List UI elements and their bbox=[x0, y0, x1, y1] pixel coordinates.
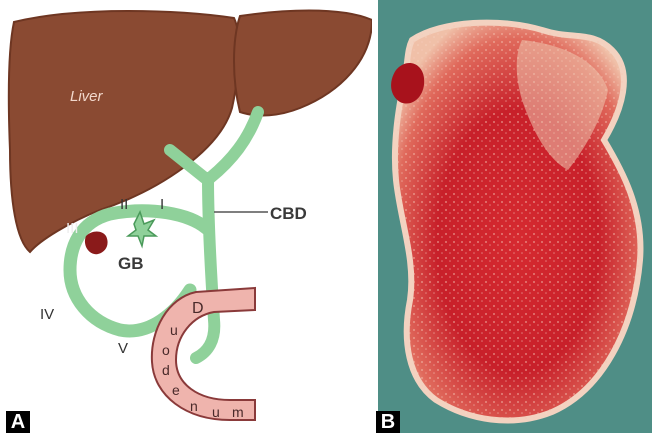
panel-a-diagram: Liver CBD GB I II III IV V D u o d e n u… bbox=[0, 0, 372, 433]
roman-label-4: IV bbox=[40, 306, 54, 323]
duodenum-letter: u bbox=[170, 322, 178, 338]
roman-label-1: I bbox=[160, 196, 164, 213]
panel-tag-a: A bbox=[6, 411, 30, 433]
roman-label-3: III bbox=[66, 220, 79, 237]
specimen-photo bbox=[372, 0, 652, 433]
cbd-label: CBD bbox=[270, 204, 307, 224]
duodenum-letter: n bbox=[190, 398, 198, 414]
panel-tag-b: B bbox=[376, 411, 400, 433]
roman-label-2: II bbox=[120, 196, 128, 213]
panel-b-photo bbox=[372, 0, 652, 433]
lesion-mark bbox=[85, 232, 108, 255]
liver-right-lobe bbox=[234, 11, 372, 116]
duodenum-letter: D bbox=[192, 300, 204, 318]
duodenum-letter: d bbox=[162, 362, 170, 378]
common-bile-duct bbox=[196, 178, 214, 358]
duodenum-letter: e bbox=[172, 382, 180, 398]
biliary-diagram bbox=[0, 0, 372, 433]
roman-label-5: V bbox=[118, 340, 128, 357]
liver-label: Liver bbox=[70, 88, 103, 105]
duodenum-letter: o bbox=[162, 342, 170, 358]
duodenum-letter: u bbox=[212, 404, 220, 420]
duodenum-letter: m bbox=[232, 404, 244, 420]
gb-label: GB bbox=[118, 254, 144, 274]
